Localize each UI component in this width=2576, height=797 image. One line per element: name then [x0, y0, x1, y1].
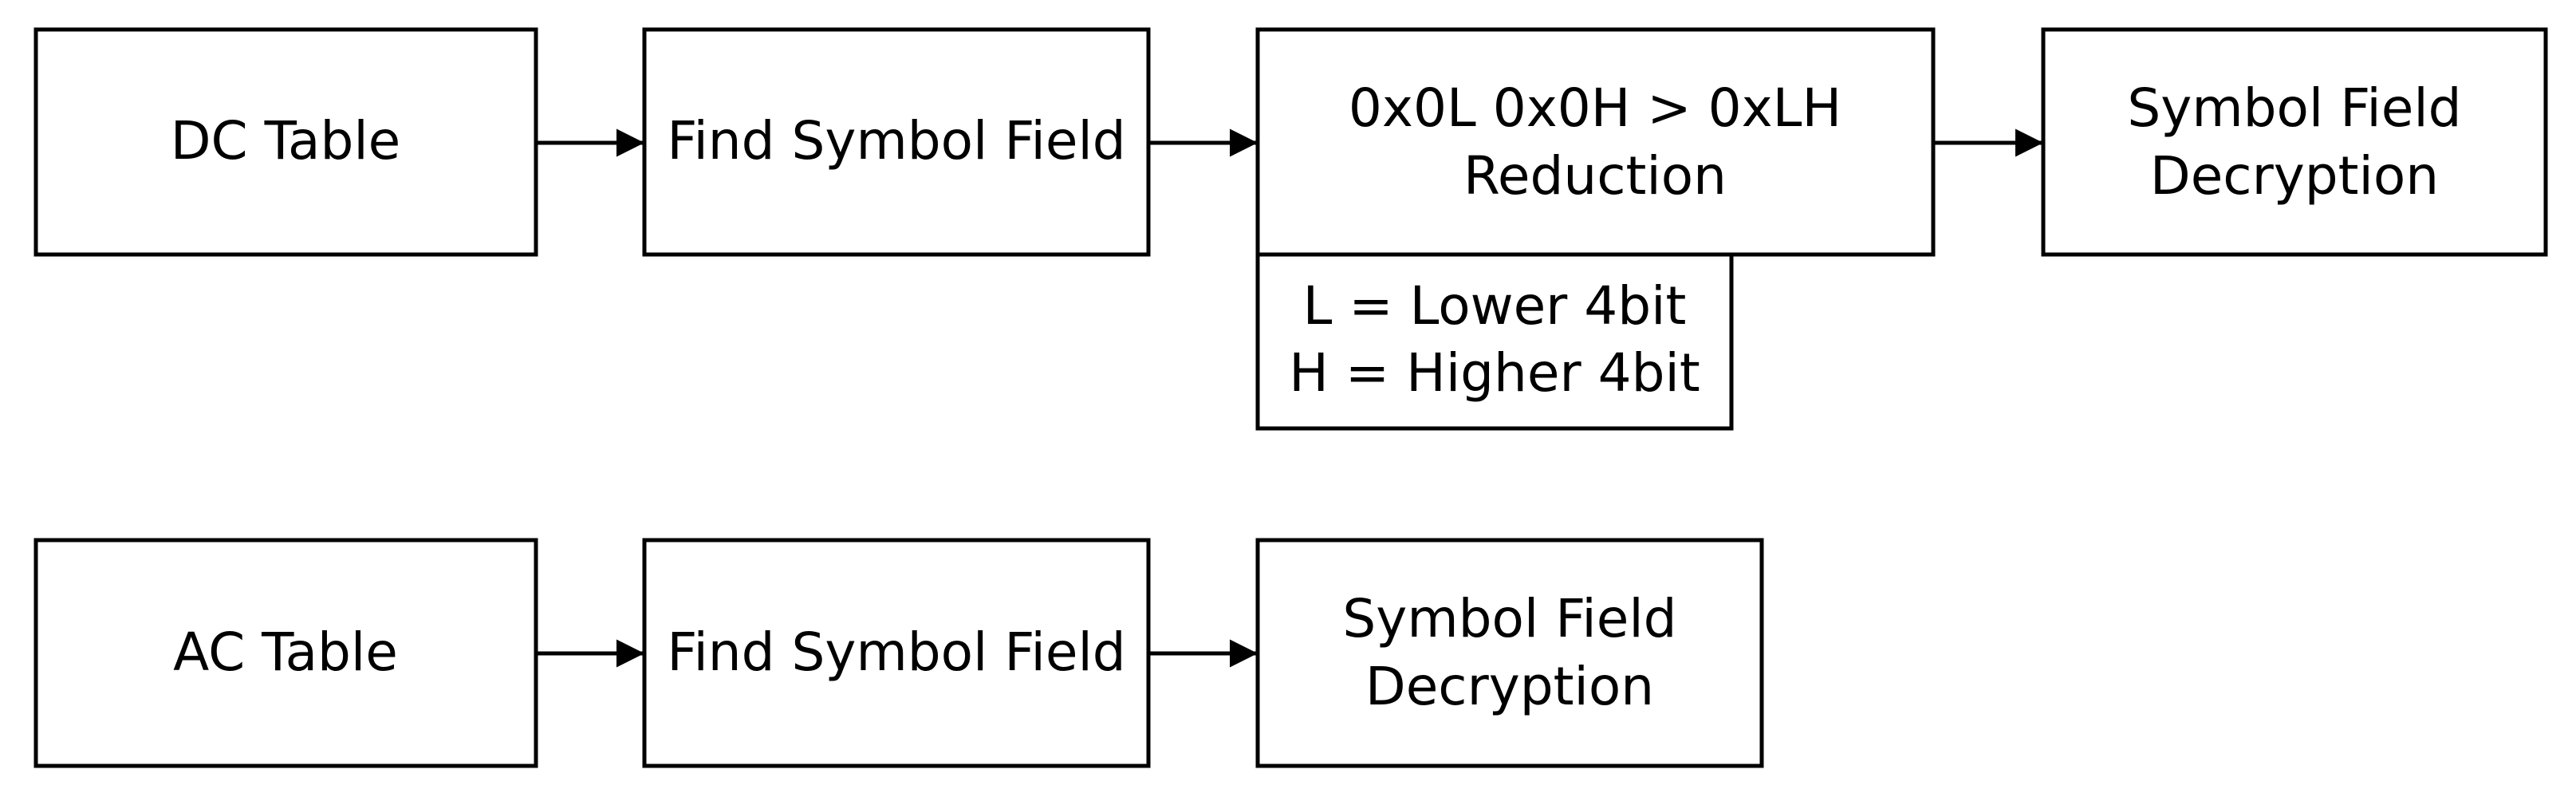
dc-decryption-line1: Symbol Field	[2127, 77, 2461, 139]
dc-decryption-box	[2041, 27, 2548, 257]
dc-table-label: DC Table	[171, 110, 401, 172]
dc-reduction-node: 0x0L 0x0H > 0xLH Reduction	[1255, 27, 1936, 257]
dc-legend-higher: H = Higher 4bit	[1289, 342, 1700, 404]
ac-table-label: AC Table	[173, 621, 398, 683]
ac-decryption-node: Symbol Field Decryption	[1255, 538, 1764, 768]
ac-decryption-box	[1255, 538, 1764, 768]
ac-table-box	[33, 538, 538, 768]
ac-find-symbol-node: Find Symbol Field	[642, 538, 1151, 768]
dc-table-node: DC Table	[33, 27, 538, 257]
ac-decryption-line1: Symbol Field	[1342, 588, 1676, 649]
dc-find-symbol-node: Find Symbol Field	[642, 27, 1151, 257]
dc-reduction-legend: L = Lower 4bit H = Higher 4bit	[1255, 252, 1734, 431]
dc-reduction-box	[1255, 27, 1936, 257]
dc-decryption-node: Symbol Field Decryption	[2041, 27, 2548, 257]
dc-table-box	[33, 27, 538, 257]
dc-pipeline: DC Table Find Symbol Field 0x0L 0x0H > 0…	[33, 27, 2548, 431]
dc-reduction-label: Reduction	[1463, 145, 1727, 207]
dc-legend-lower: L = Lower 4bit	[1303, 275, 1687, 337]
ac-find-symbol-box	[642, 538, 1151, 768]
dc-decryption-line2: Decryption	[2150, 145, 2439, 207]
ac-table-node: AC Table	[33, 538, 538, 768]
dc-find-symbol-label: Find Symbol Field	[667, 110, 1125, 172]
dc-legend-box	[1255, 252, 1734, 431]
dc-find-symbol-box	[642, 27, 1151, 257]
ac-pipeline: AC Table Find Symbol Field Symbol Field …	[33, 538, 1764, 768]
dc-reduction-formula: 0x0L 0x0H > 0xLH	[1349, 77, 1841, 139]
ac-find-symbol-label: Find Symbol Field	[667, 621, 1125, 683]
ac-decryption-line2: Decryption	[1365, 656, 1654, 717]
